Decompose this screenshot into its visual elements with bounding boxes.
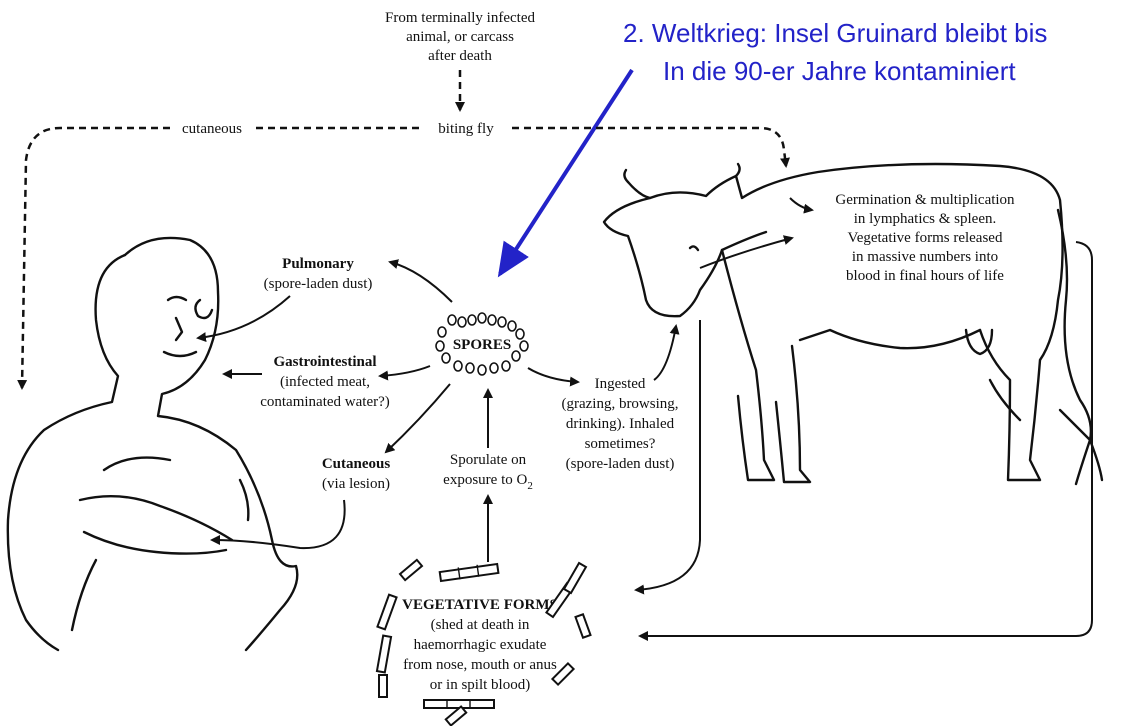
vegetative-line2: haemorrhagic exudate — [414, 637, 547, 653]
route-cutaneous-label: cutaneous — [182, 121, 242, 137]
arrow-spores-to-cutaneous — [384, 383, 451, 454]
germination-line4: in massive numbers into — [852, 249, 998, 265]
germination-line3: Vegetative forms released — [848, 230, 1003, 246]
spores-label: SPORES — [453, 337, 511, 353]
gi-detail1: (infected meat, — [280, 374, 370, 390]
source-line2: animal, or carcass — [406, 29, 514, 45]
germination-line2: in lymphatics & spleen. — [854, 211, 996, 227]
arrow-cow-to-vegetative-2 — [638, 241, 1093, 641]
route-biting-fly-label: biting fly — [438, 121, 494, 137]
ingested-line4: sometimes? — [585, 436, 656, 452]
cutaneous-title: Cutaneous — [322, 456, 391, 472]
cutaneous-detail: (via lesion) — [322, 476, 390, 492]
arrow-fly-to-germination — [789, 197, 814, 214]
biting-fly-dashed-route — [512, 126, 790, 168]
germination-line5: blood in final hours of life — [846, 268, 1004, 284]
pulmonary-title: Pulmonary — [282, 256, 354, 272]
callout-line2: In die 90-er Jahre kontaminiert — [663, 56, 1016, 86]
pulmonary-detail: (spore-laden dust) — [264, 276, 373, 292]
vegetative-rods — [375, 558, 592, 726]
ingested-line1: Ingested — [595, 376, 646, 392]
sporulate-line1: Sporulate on — [450, 452, 527, 468]
gi-title: Gastrointestinal — [273, 354, 376, 370]
ingested-line3: drinking). Inhaled — [566, 416, 675, 432]
spores-cluster — [435, 312, 529, 376]
arrow-spores-to-ingested — [527, 367, 580, 387]
arrow-cutaneous-to-human — [210, 499, 346, 550]
callout-arrow — [497, 68, 634, 278]
vegetative-line3: from nose, mouth or anus — [403, 657, 557, 673]
arrow-cow-internal — [699, 235, 794, 269]
human-figure — [6, 236, 299, 652]
cow-figure — [602, 162, 1104, 486]
germination-line1: Germination & multiplication — [835, 192, 1015, 208]
arrow-spores-to-gi — [378, 365, 431, 381]
cutaneous-dashed-route — [17, 126, 170, 390]
ingested-line2: (grazing, browsing, — [561, 396, 678, 412]
sporulate-line2: exposure to O2 — [443, 472, 533, 492]
arrow-pulmonary-to-human — [196, 295, 291, 343]
arrow-spores-to-pulmonary — [388, 259, 453, 303]
arrow-ingested-to-cow — [653, 324, 680, 381]
gi-detail2: contaminated water?) — [260, 394, 390, 410]
vegetative-line1: (shed at death in — [431, 617, 530, 633]
source-line1: From terminally infected — [385, 10, 535, 26]
callout-line1: 2. Weltkrieg: Insel Gruinard bleibt bis — [623, 18, 1047, 48]
vegetative-line4: or in spilt blood) — [430, 677, 530, 693]
ingested-line5: (spore-laden dust) — [566, 456, 675, 472]
source-line3: after death — [428, 48, 492, 64]
arrow-cow-to-vegetative-1 — [634, 320, 701, 595]
vegetative-title: VEGETATIVE FORMS — [402, 597, 558, 613]
